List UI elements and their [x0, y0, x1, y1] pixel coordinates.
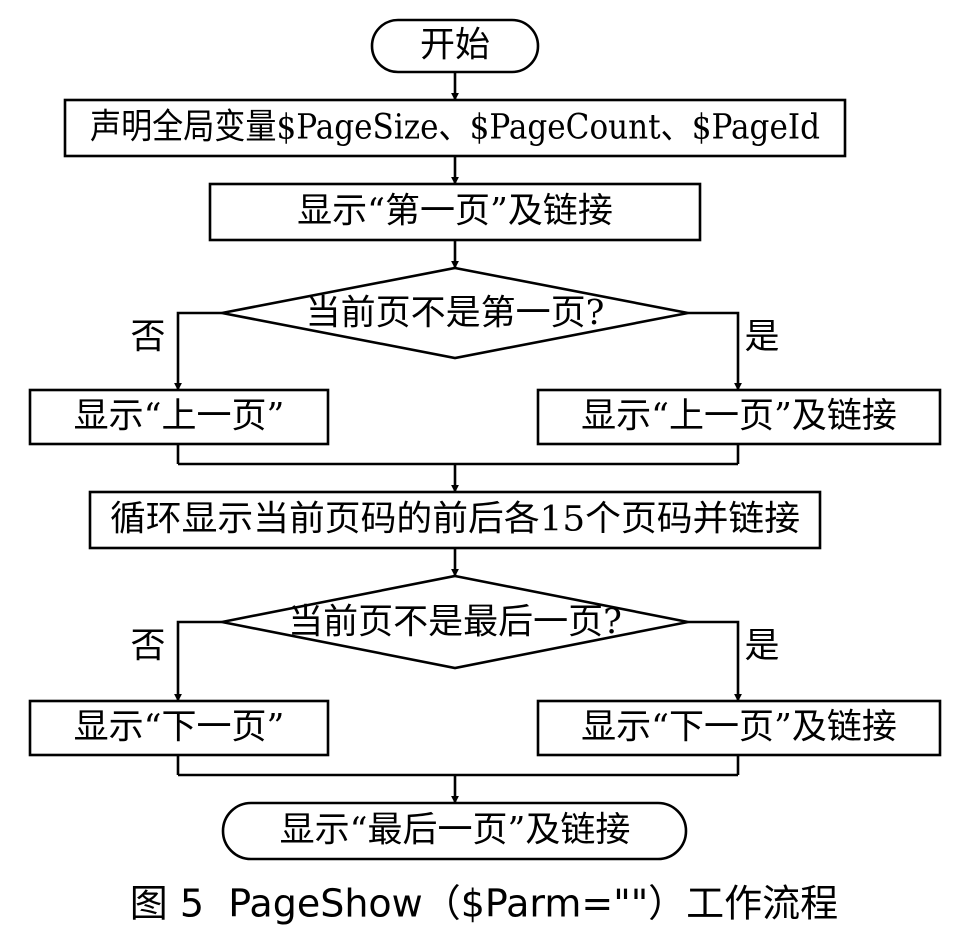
- show-next-link-box: 显示“下一页”及链接: [536, 699, 942, 757]
- show-prev-plain-box: 显示“上一页”: [28, 388, 330, 446]
- start-label: 开始: [420, 26, 490, 66]
- show-last-page-label: 显示“最后一页”及链接: [280, 811, 631, 851]
- decision-not-last-page-label: 当前页不是最后一页?: [288, 603, 622, 643]
- show-prev-plain-label: 显示“上一页”: [74, 397, 285, 437]
- connectors: [174, 72, 742, 804]
- decision-not-last-page: 当前页不是最后一页?: [221, 574, 689, 670]
- end-terminator: 显示“最后一页”及链接: [221, 801, 688, 861]
- show-first-page-box: 显示“第一页”及链接: [208, 182, 702, 242]
- loop-page-numbers-label: 循环显示当前页码的前后各15个页码并链接: [110, 500, 800, 540]
- decision-not-first-page-label: 当前页不是第一页?: [306, 294, 605, 334]
- start-terminator: 开始: [370, 18, 540, 74]
- show-prev-link-label: 显示“上一页”及链接: [581, 397, 897, 437]
- show-next-plain-box: 显示“下一页”: [28, 699, 330, 757]
- show-next-plain-label: 显示“下一页”: [74, 708, 285, 748]
- declare-globals-label: 声明全局变量$PageSize、$PageCount、$PageId: [90, 108, 820, 148]
- declare-globals-box: 声明全局变量$PageSize、$PageCount、$PageId: [63, 98, 847, 158]
- yes-label-first: 是: [744, 318, 779, 358]
- loop-page-numbers-box: 循环显示当前页码的前后各15个页码并链接: [88, 490, 822, 550]
- show-first-page-label: 显示“第一页”及链接: [297, 192, 613, 232]
- show-next-link-label: 显示“下一页”及链接: [581, 708, 897, 748]
- decision-not-first-page: 当前页不是第一页?: [221, 266, 689, 360]
- yes-label-last: 是: [744, 627, 779, 667]
- no-label-first: 否: [130, 318, 165, 358]
- no-label-last: 否: [130, 627, 165, 667]
- figure-caption: 图 5 PageShow（$Parm=""）工作流程: [130, 882, 838, 926]
- show-prev-link-box: 显示“上一页”及链接: [536, 388, 942, 446]
